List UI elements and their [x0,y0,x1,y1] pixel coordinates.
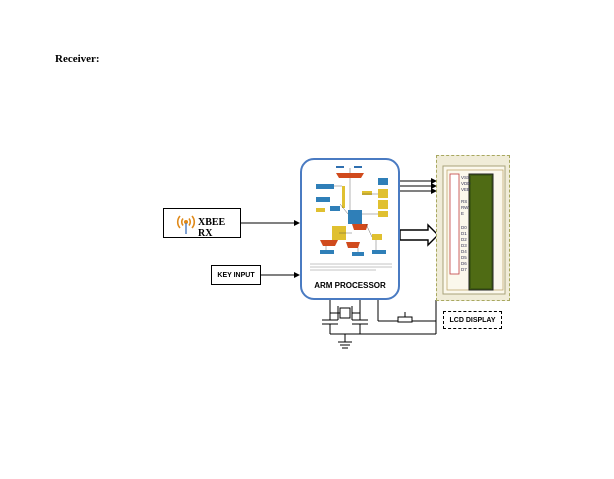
lcd-screen [468,173,494,291]
lcd-pin-rs: RS [461,199,467,204]
arm-processor-block: ARM PROCESSOR [300,158,400,300]
lcd-pin-vdd: VDD [461,181,471,186]
lcd-display-label: LCD DISPLAY [449,316,496,324]
reset-switch-circuit [377,300,437,334]
lcd-pin-d7: D7 [461,267,467,272]
lcd-pin-d5: D5 [461,255,467,260]
lcd-pin-d4: D4 [461,249,467,254]
lcd-pin-vee: VEE [461,187,470,192]
lcd-display-block: LCD DISPLAY [443,311,502,329]
crystal-circuit [322,300,436,349]
page-heading: Receiver: [55,53,100,65]
lcd-pin-e: E [461,211,464,216]
lcd-pin-vss: VSS [461,175,470,180]
xbee-rx-label: XBEE RX [198,217,226,239]
key-input-label: KEY INPUT [217,271,255,279]
key-input-block: KEY INPUT [211,265,261,285]
lcd-pin-d6: D6 [461,261,467,266]
data-bus-arrow [399,223,439,247]
lcd-pin-d0: D0 [461,225,467,230]
lcd-pin-d3: D3 [461,243,467,248]
lcd-pin-d2: D2 [461,237,467,242]
lcd-pin-rw: RW [461,205,469,210]
lcd-pin-d1: D1 [461,231,467,236]
arm-processor-label: ARM PROCESSOR [314,281,386,290]
xbee-rx-block: XBEE RX [163,208,241,239]
arm-architecture-illustration [310,166,392,271]
wireless-antenna-icon [176,215,196,234]
